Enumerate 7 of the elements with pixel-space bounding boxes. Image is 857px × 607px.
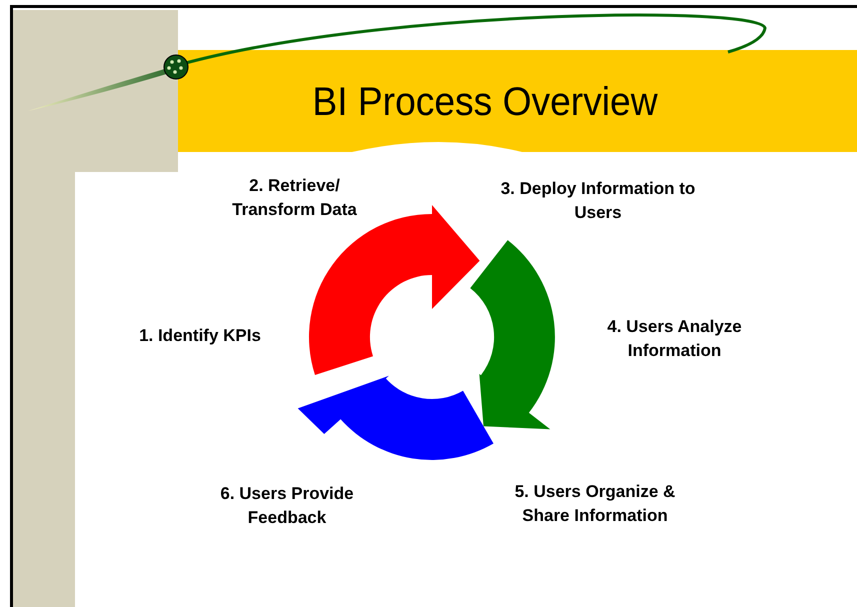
step-label: 4. Users Analyze Information: [606, 316, 743, 362]
step-label: 3. Deploy Information to Users: [500, 178, 696, 224]
step-label: 2. Retrieve/ Transform Data: [231, 175, 358, 221]
title: BI Process Overview: [311, 79, 659, 126]
step-label: 6. Users Provide Feedback: [219, 483, 355, 529]
step-label: 1. Identify KPIs: [138, 325, 262, 347]
step-label: 5. Users Organize & Share Information: [514, 481, 676, 527]
